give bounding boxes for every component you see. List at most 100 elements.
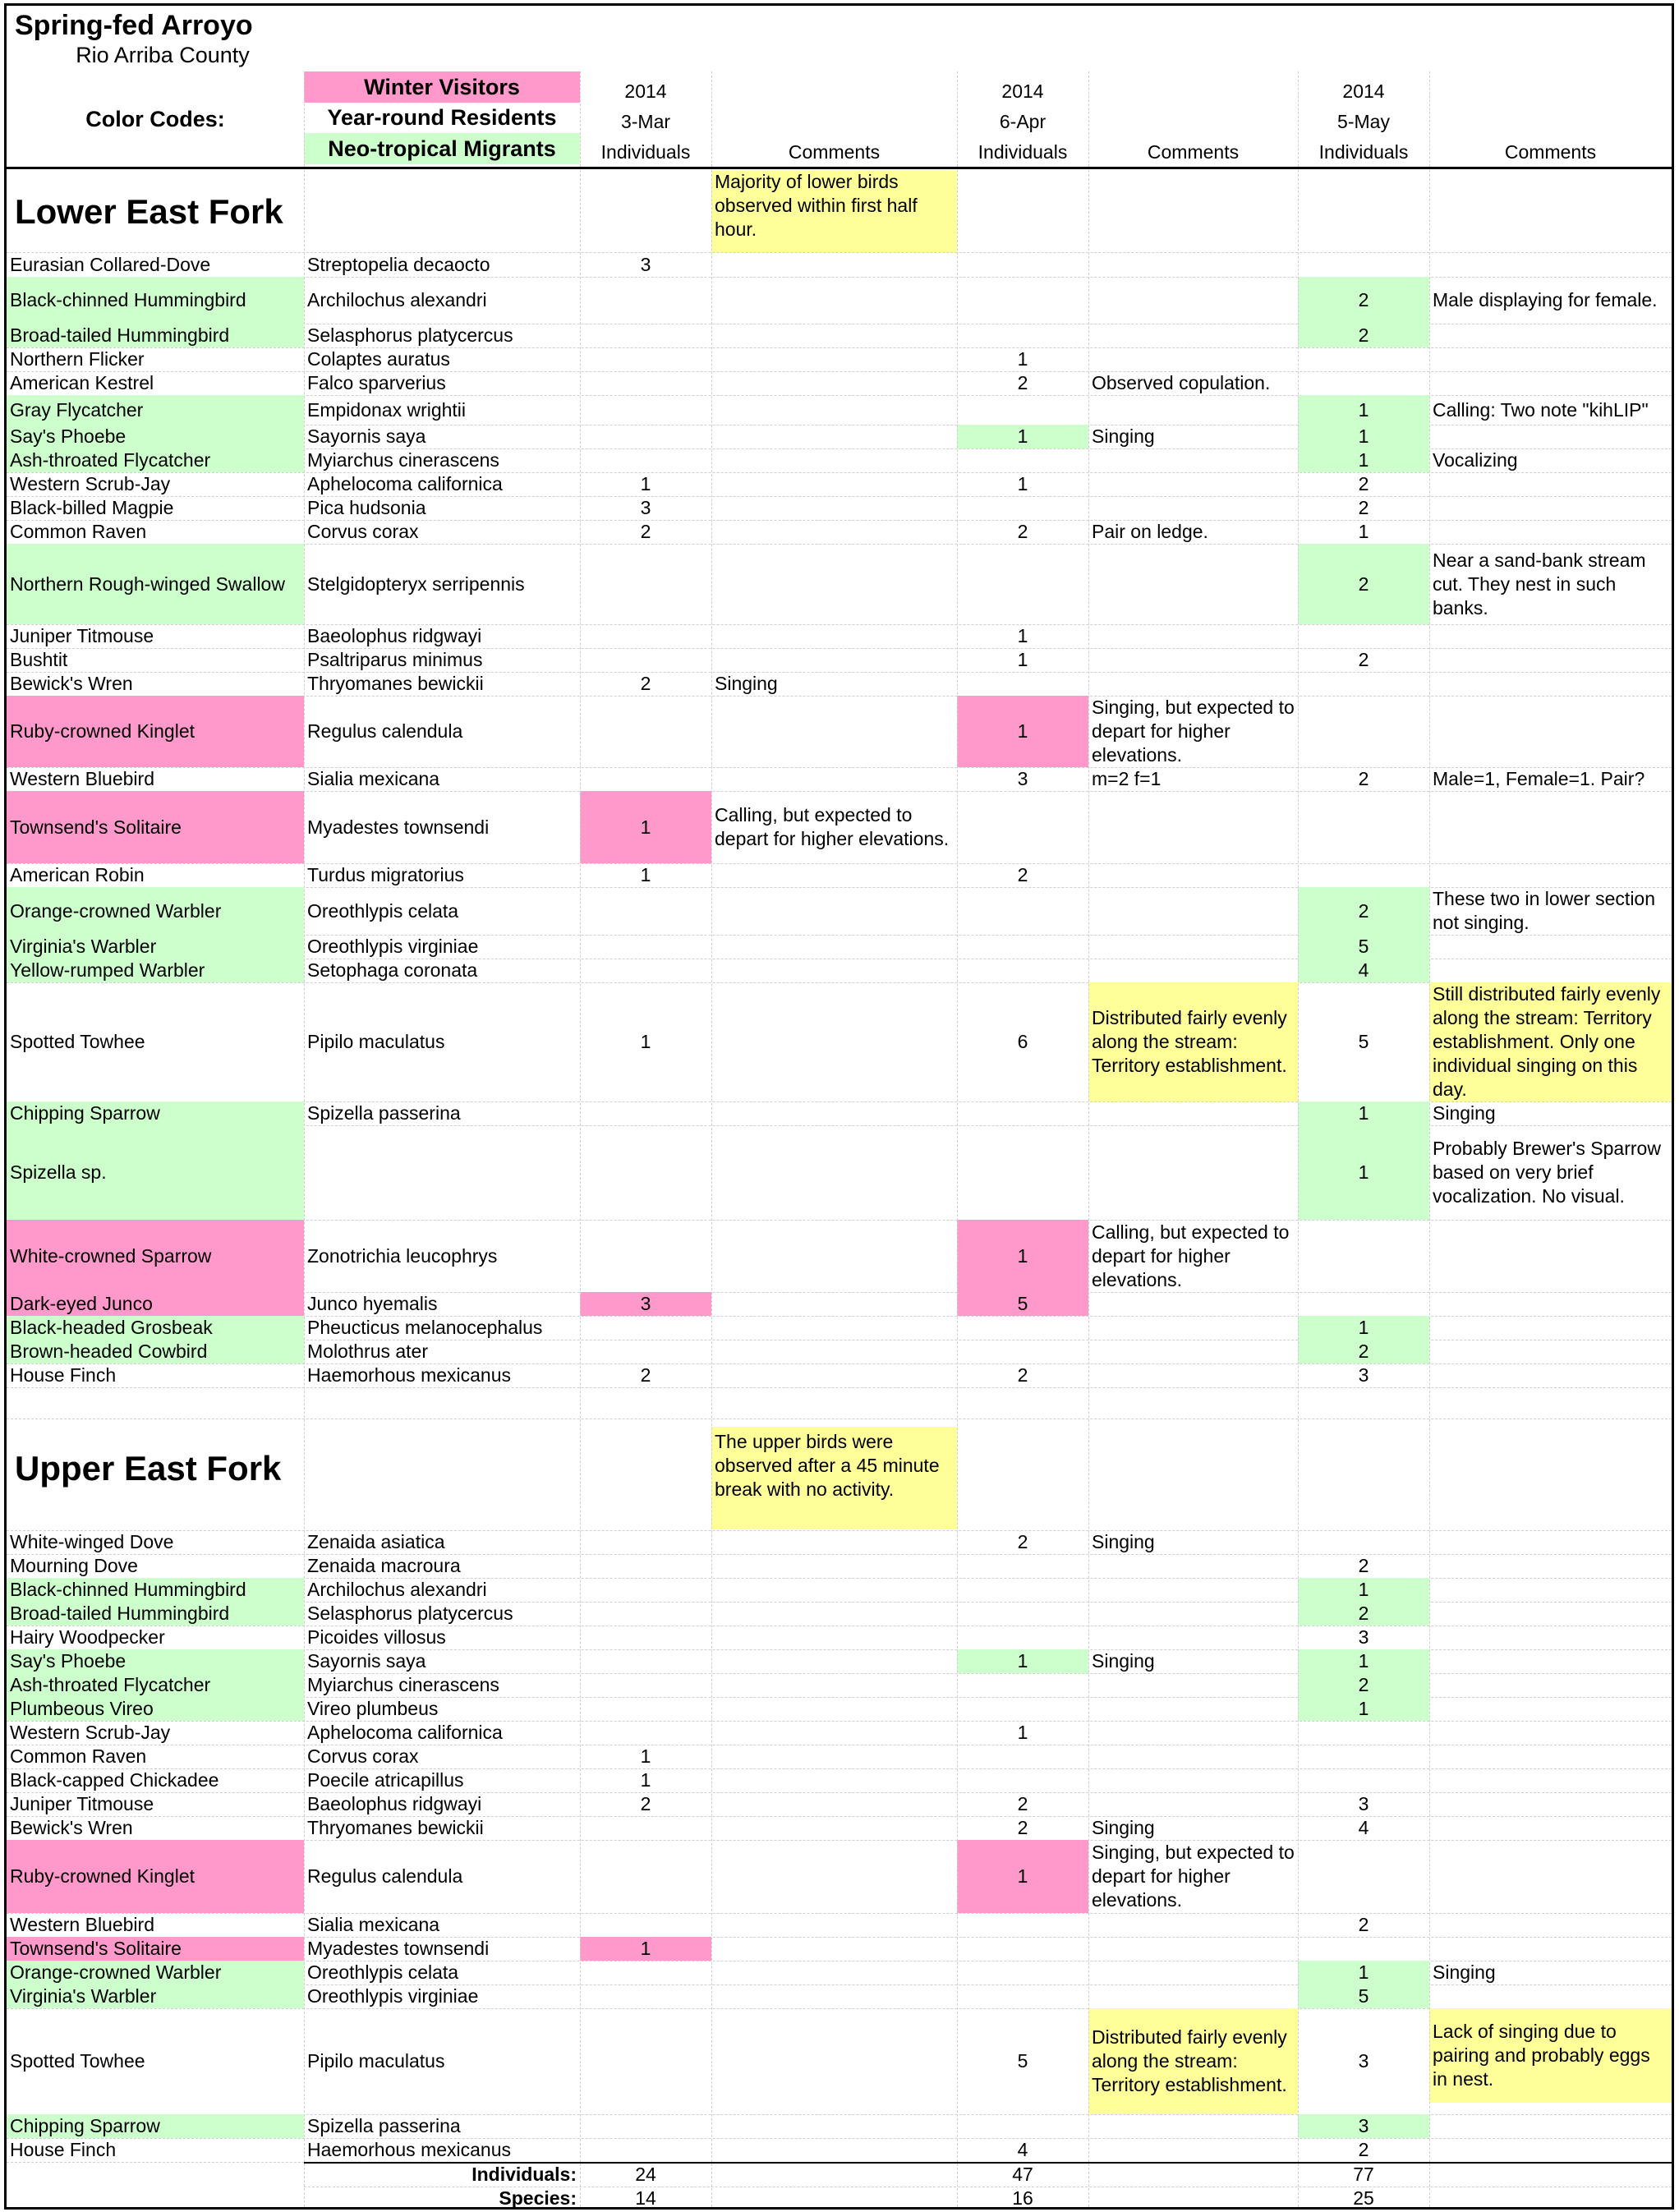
observation-comment: Calling, but expected to depart for high… xyxy=(1092,1221,1290,1290)
species-scientific-name: Zenaida macroura xyxy=(307,1555,461,1576)
count-mar: 2 xyxy=(640,1793,651,1814)
count-may xyxy=(1298,791,1429,863)
count-mar xyxy=(580,1961,711,1984)
row-divider xyxy=(7,496,1672,497)
color-codes-label: Color Codes: xyxy=(85,107,225,131)
count-may: 1 xyxy=(1298,1578,1429,1602)
species-common-name: Brown-headed Cowbird xyxy=(7,1340,304,1364)
count-apr: 2 xyxy=(1017,864,1028,885)
species-common-name: Mourning Dove xyxy=(10,1555,138,1576)
row-divider xyxy=(7,1602,1672,1603)
observation-comment: Singing xyxy=(1092,1817,1155,1838)
species-scientific-name: Oreothlypis virginiae xyxy=(307,936,479,957)
species-common-name: Juniper Titmouse xyxy=(10,1793,154,1814)
count-mar xyxy=(580,1649,711,1673)
count-apr: 1 xyxy=(957,1220,1088,1292)
county-label: Rio Arriba County xyxy=(76,43,250,67)
count-apr xyxy=(957,1961,1088,1984)
species-common-name: Eurasian Collared-Dove xyxy=(10,253,211,275)
species-scientific-name: Haemorhous mexicanus xyxy=(307,1364,512,1386)
survey-date: 6-Apr xyxy=(999,111,1046,132)
count-apr: 2 xyxy=(1017,1817,1028,1838)
count-may xyxy=(1298,1721,1429,1745)
count-mar xyxy=(580,1530,711,1554)
count-may: 1 xyxy=(1298,1316,1429,1340)
species-common-name: Black-billed Magpie xyxy=(10,497,174,518)
species-scientific-name xyxy=(304,1125,580,1220)
total-species-label: Species: xyxy=(499,2187,577,2209)
species-common-name: Western Bluebird xyxy=(10,1914,154,1935)
count-apr: 6 xyxy=(1017,1031,1028,1052)
species-common-name: Broad-tailed Hummingbird xyxy=(7,324,304,347)
count-may: 3 xyxy=(1358,1364,1369,1386)
species-scientific-name: Spizella passerina xyxy=(307,2115,461,2136)
row-divider xyxy=(7,2138,1672,2139)
row-divider xyxy=(7,648,1672,649)
individuals-header: Individuals xyxy=(1318,141,1409,163)
species-scientific-name: Corvus corax xyxy=(307,521,419,542)
count-may xyxy=(1298,1937,1429,1961)
count-may xyxy=(1298,1220,1429,1292)
count-may: 1 xyxy=(1358,521,1369,542)
row-divider xyxy=(7,277,1672,278)
survey-year: 2014 xyxy=(1342,80,1385,102)
species-scientific-name: Thryomanes bewickii xyxy=(307,1817,484,1838)
count-may: 2 xyxy=(1298,1673,1429,1697)
species-common-name: Chipping Sparrow xyxy=(7,2114,304,2138)
species-scientific-name: Regulus calendula xyxy=(307,720,463,742)
count-may xyxy=(1298,1768,1429,1792)
lower-section-note: Majority of lower birds observed within … xyxy=(711,170,957,252)
species-scientific-name: Empidonax wrightii xyxy=(307,398,467,421)
count-apr xyxy=(957,672,1088,696)
count-may: 4 xyxy=(1358,1817,1369,1838)
count-apr xyxy=(957,252,1088,277)
count-apr: 1 xyxy=(1017,348,1028,370)
row-divider xyxy=(7,982,1672,983)
count-mar xyxy=(580,887,711,935)
count-may: 2 xyxy=(1298,324,1429,347)
species-common-name: Black-chinned Hummingbird xyxy=(7,277,304,324)
species-scientific-name: Zenaida asiatica xyxy=(307,1531,445,1552)
species-scientific-name: Molothrus ater xyxy=(307,1341,429,1362)
count-apr xyxy=(957,1340,1088,1364)
species-common-name: Virginia's Warbler xyxy=(7,935,304,959)
count-may: 5 xyxy=(1298,935,1429,959)
count-may xyxy=(1298,371,1429,395)
count-apr: 1 xyxy=(957,1840,1088,1913)
row-divider xyxy=(7,696,1672,697)
count-apr xyxy=(957,1578,1088,1602)
count-mar: 2 xyxy=(640,521,651,542)
count-mar xyxy=(580,277,711,324)
count-apr: 5 xyxy=(1017,2050,1028,2072)
individuals-header: Individuals xyxy=(978,141,1068,163)
species-scientific-name: Baeolophus ridgwayi xyxy=(307,1793,482,1814)
observation-comment: Male=1, Female=1. Pair? xyxy=(1433,768,1645,789)
observation-comment: Still distributed fairly evenly along th… xyxy=(1429,982,1672,1101)
row-divider xyxy=(7,1101,1672,1102)
species-scientific-name: Sayornis saya xyxy=(307,1650,426,1672)
count-apr: 2 xyxy=(1017,1364,1028,1386)
section-title-upper: Upper East Fork xyxy=(15,1448,282,1488)
species-scientific-name: Aphelocoma californica xyxy=(307,1722,503,1743)
count-mar xyxy=(580,1220,711,1292)
count-may: 3 xyxy=(1358,2050,1369,2072)
count-mar xyxy=(580,448,711,472)
count-mar xyxy=(580,959,711,982)
count-apr: 1 xyxy=(957,1649,1088,1673)
species-scientific-name: Spizella passerina xyxy=(307,1102,461,1124)
species-scientific-name: Baeolophus ridgwayi xyxy=(307,625,482,646)
species-common-name: Ruby-crowned Kinglet xyxy=(7,696,304,767)
row-divider xyxy=(7,544,1672,545)
species-common-name: Plumbeous Vireo xyxy=(7,1697,304,1721)
count-apr xyxy=(957,1673,1088,1697)
observation-comment: Singing, but expected to depart for high… xyxy=(1092,1842,1295,1911)
count-apr: 5 xyxy=(957,1292,1088,1316)
count-may xyxy=(1298,1292,1429,1316)
count-mar xyxy=(580,1984,711,2008)
species-scientific-name: Setophaga coronata xyxy=(307,959,478,981)
total-species-value: 14 xyxy=(635,2187,656,2209)
count-may: 2 xyxy=(1298,1340,1429,1364)
row-divider xyxy=(7,167,1672,169)
count-apr xyxy=(957,791,1088,863)
count-mar xyxy=(580,1697,711,1721)
